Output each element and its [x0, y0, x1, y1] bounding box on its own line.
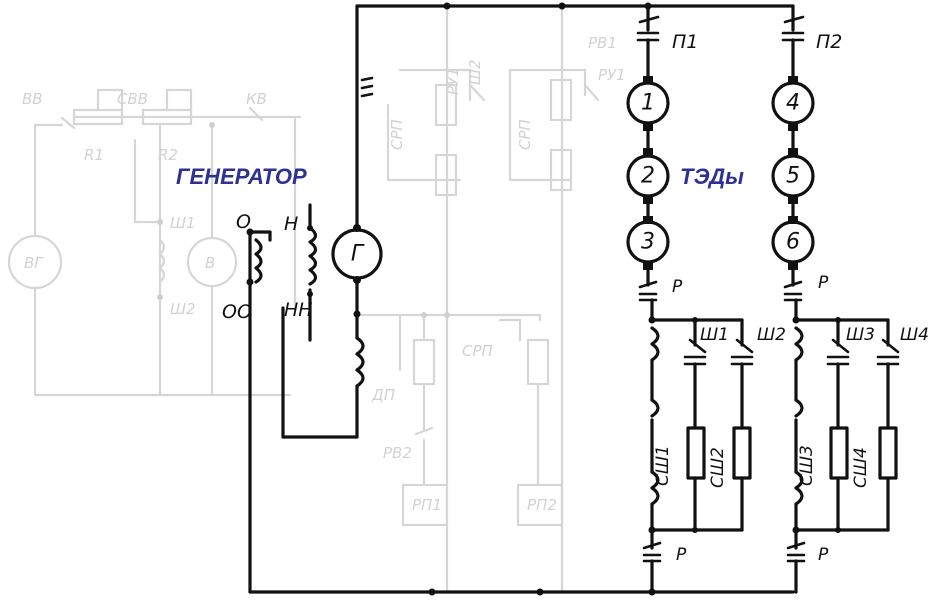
- faded-label-rv2: РВ2: [383, 444, 412, 462]
- contactor-sh2-icon: [735, 338, 754, 354]
- contactor-r-top-a-label: Р: [672, 277, 683, 297]
- faded-control-circuits: ВГ В ВВ СВВ КВ R1 R2 Ш1 Ш2: [7, 6, 626, 592]
- faded-label-kv: КВ: [246, 90, 267, 108]
- motor-6-number: 6: [786, 230, 800, 255]
- motor-1-number: 1: [641, 91, 655, 116]
- faded-label-vg: ВГ: [24, 254, 44, 272]
- generator-symbol: Г: [351, 242, 365, 267]
- resistor-ssh-sh2: [732, 426, 752, 480]
- traction-motors-title: ТЭДы: [680, 164, 744, 189]
- motor-2-number: 2: [641, 164, 655, 189]
- terminal-nn-label: НН: [284, 299, 313, 321]
- resistor-ssh4-label: СШ4: [851, 447, 871, 488]
- motor-5-number: 5: [786, 164, 800, 189]
- faded-label-ru1-a: РУ1: [444, 67, 462, 95]
- generator-title: ГЕНЕРАТОР: [176, 164, 307, 189]
- resistor-ssh4: [829, 426, 849, 480]
- terminal-oo-label: ОО: [222, 301, 252, 323]
- contactor-r-top-b-label: Р: [818, 273, 829, 293]
- bottom-power-bus: [248, 230, 795, 594]
- contactor-sh4-icon: [881, 338, 900, 354]
- series-winding-return: [281, 306, 359, 439]
- contactor-sh3-icon: [831, 338, 850, 354]
- faded-label-ru1-b: РУ1: [598, 66, 626, 84]
- faded-label-srp-a: СРП: [388, 119, 406, 150]
- resistor-ssh1-label: СШ1: [653, 445, 673, 486]
- resistor-ssh2-label: СШ2: [708, 447, 728, 488]
- faded-label-r1: R1: [84, 146, 104, 164]
- contactor-sh2-label: Ш2: [757, 325, 786, 345]
- faded-label-srp-c: СРП: [462, 342, 493, 360]
- faded-label-rv1: РВ1: [588, 34, 617, 52]
- faded-label-sh2-exc: Ш2: [170, 300, 196, 318]
- faded-label-rp1: РП1: [412, 496, 442, 514]
- terminal-o-label: О: [236, 211, 251, 233]
- contactor-r-bottom-b-label: Р: [818, 545, 829, 565]
- contactor-p2-label: П2: [816, 31, 842, 53]
- motor-4-number: 4: [786, 91, 800, 116]
- contactor-sh3-label: Ш3: [846, 325, 875, 345]
- contactor-p2-icon: [783, 15, 805, 24]
- contactor-sh1-icon: [688, 338, 707, 354]
- motor-3-number: 3: [641, 230, 655, 255]
- resistor-ssh3-label: СШ3: [797, 445, 817, 486]
- contactor-r-icon: [638, 280, 658, 289]
- faded-label-v: В: [205, 254, 215, 272]
- faded-label-sh2-a: Ш2: [466, 59, 484, 85]
- faded-label-srp-b: СРП: [516, 119, 534, 150]
- terminal-n-label: Н: [284, 213, 298, 235]
- resistor-ssh-sh4: [878, 426, 898, 480]
- main-power-circuit: Г О ОО Н НН П1 1 2: [222, 2, 929, 596]
- contactor-r-bottom-a-label: Р: [676, 545, 687, 565]
- faded-label-r2: R2: [158, 146, 178, 164]
- faded-label-rp2: РП2: [527, 496, 557, 514]
- contactor-sh4-label: Ш4: [900, 325, 929, 345]
- contactor-sh1-label: Ш1: [700, 325, 729, 345]
- faded-label-vv: ВВ: [22, 90, 43, 108]
- faded-label-dp: ДП: [371, 386, 395, 404]
- contactor-p1-icon: [638, 15, 660, 24]
- faded-label-svv: СВВ: [117, 90, 148, 108]
- contactor-p1-label: П1: [672, 31, 698, 53]
- resistor-ssh2: [686, 426, 706, 480]
- faded-label-sh1-exc: Ш1: [170, 214, 196, 232]
